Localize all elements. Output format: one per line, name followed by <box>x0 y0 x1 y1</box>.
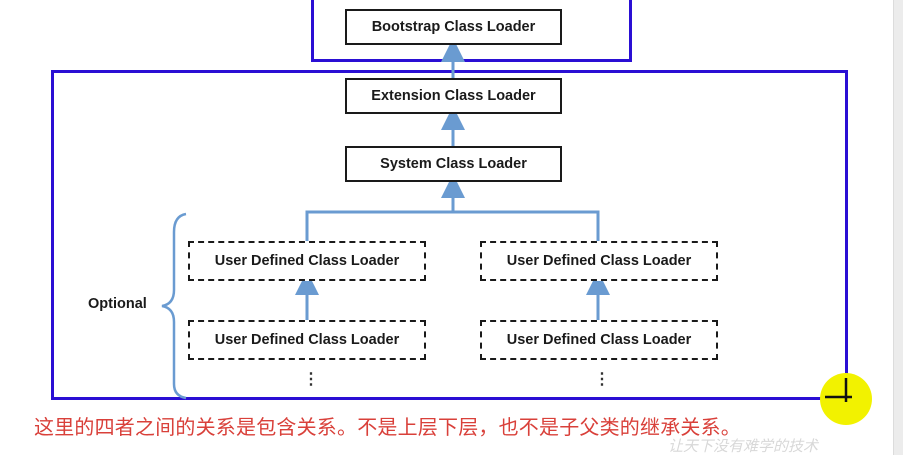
extension-class-loader-node: Extension Class Loader <box>345 78 562 114</box>
user-bottom-right-label: User Defined Class Loader <box>506 332 692 348</box>
user-top-left-label: User Defined Class Loader <box>214 253 400 269</box>
extension-label: Extension Class Loader <box>371 88 536 104</box>
watermark-text: 让天下没有难学的技术 <box>668 437 819 455</box>
bootstrap-label: Bootstrap Class Loader <box>371 19 536 35</box>
system-label: System Class Loader <box>380 156 527 172</box>
user-top-right-label: User Defined Class Loader <box>506 253 692 269</box>
scrollbar[interactable] <box>893 0 903 455</box>
optional-label: Optional <box>88 296 147 312</box>
system-class-loader-node: System Class Loader <box>345 146 562 182</box>
user-bottom-left-label: User Defined Class Loader <box>214 332 400 348</box>
jvm-loaders-highlight-box <box>51 70 848 400</box>
user-defined-loader-top-left: User Defined Class Loader <box>188 241 426 281</box>
user-defined-loader-top-right: User Defined Class Loader <box>480 241 718 281</box>
user-defined-loader-bottom-left: User Defined Class Loader <box>188 320 426 360</box>
bootstrap-highlight-box <box>311 0 632 62</box>
user-defined-loader-bottom-right: User Defined Class Loader <box>480 320 718 360</box>
bootstrap-class-loader-node: Bootstrap Class Loader <box>345 9 562 45</box>
optional-brace <box>161 212 187 400</box>
caption-text: 这里的四者之间的关系是包含关系。不是上层下层，也不是子父类的继承关系。 <box>34 415 741 439</box>
